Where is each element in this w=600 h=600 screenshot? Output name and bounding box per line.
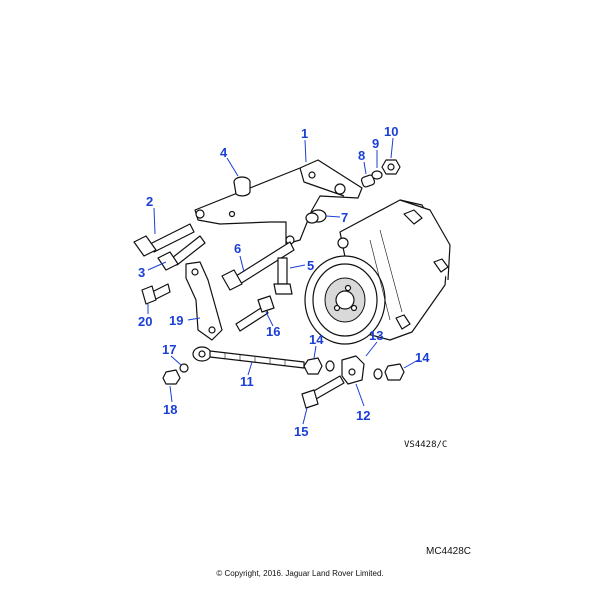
bracket-19 — [185, 261, 223, 341]
bolt-15 — [301, 375, 345, 409]
callout-9: 9 — [372, 136, 379, 151]
reference-code: VS4428/C — [404, 440, 448, 450]
callout-5: 5 — [307, 258, 314, 273]
callout-12: 12 — [356, 408, 370, 423]
washer-17 — [179, 363, 189, 373]
copyright-notice: © Copyright, 2016. Jaguar Land Rover Lim… — [216, 569, 384, 578]
nut-14-left — [303, 357, 335, 375]
mounting-bracket — [194, 159, 363, 245]
stud-5 — [273, 257, 293, 295]
ac-compressor — [304, 199, 451, 345]
bolt-20 — [141, 283, 171, 305]
block-12 — [341, 355, 365, 385]
nut-10 — [381, 159, 401, 175]
bolt-6 — [221, 241, 295, 291]
tie-rod-11 — [192, 346, 305, 369]
callout-19: 19 — [169, 313, 183, 328]
callout-7: 7 — [341, 210, 348, 225]
nut-14-right — [373, 363, 405, 381]
callout-17: 17 — [162, 342, 176, 357]
callout-6: 6 — [234, 241, 241, 256]
bushing-7 — [305, 209, 327, 224]
callout-10: 10 — [384, 124, 398, 139]
leader-lines — [147, 137, 419, 425]
diagram-code: MC4428C — [426, 546, 472, 557]
bolt-16 — [235, 295, 275, 332]
washer-9 — [371, 170, 383, 180]
callout-18: 18 — [163, 402, 177, 417]
bolt-3 — [157, 235, 206, 271]
callout-4: 4 — [220, 145, 228, 160]
callout-labels: 1 2 3 4 5 6 7 8 9 10 11 12 13 14 14 15 1… — [138, 124, 430, 439]
callout-2: 2 — [146, 194, 153, 209]
callout-14b: 14 — [415, 350, 430, 365]
callout-1: 1 — [301, 126, 308, 141]
callout-11: 11 — [240, 374, 254, 389]
callout-15: 15 — [294, 424, 308, 439]
bushing-4 — [233, 176, 251, 197]
bolt-2 — [133, 223, 195, 257]
callout-8: 8 — [358, 148, 365, 163]
nut-18 — [162, 369, 181, 385]
spacer-8 — [360, 174, 376, 188]
callout-14a: 14 — [309, 332, 324, 347]
callout-3: 3 — [138, 265, 145, 280]
callout-20: 20 — [138, 314, 152, 329]
callout-13: 13 — [369, 328, 383, 343]
callout-16: 16 — [266, 324, 280, 339]
